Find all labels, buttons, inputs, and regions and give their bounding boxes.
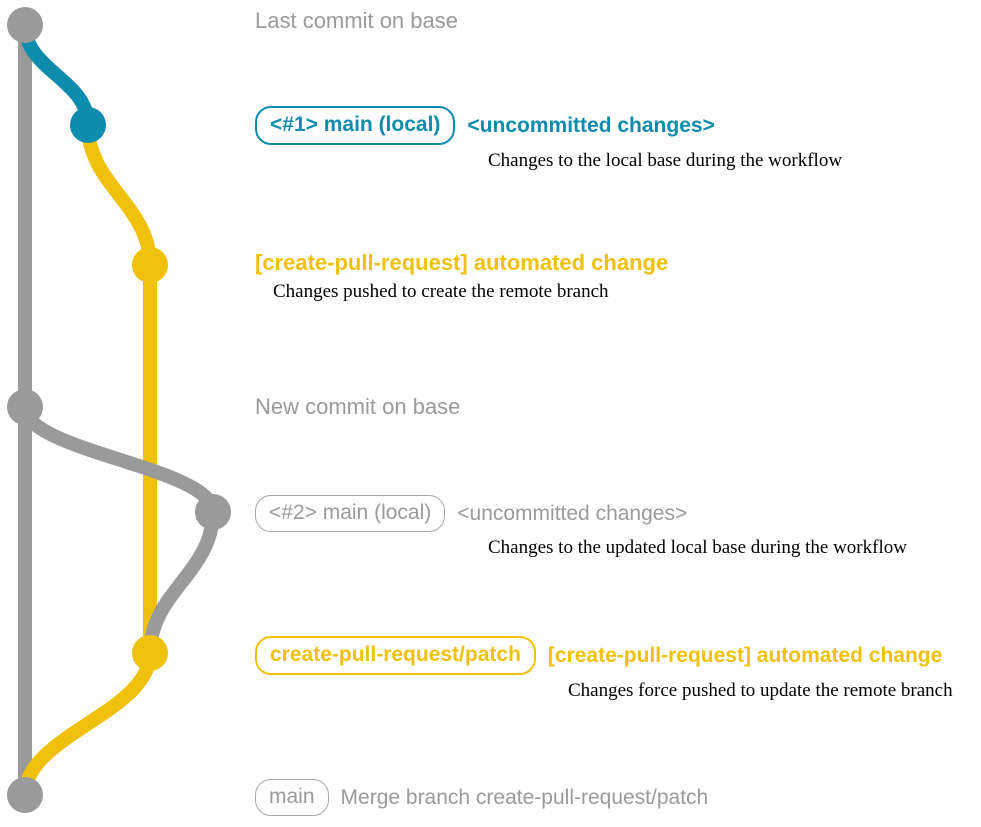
branch-graph (7, 7, 231, 813)
commit-row-head: <#1> main (local) <uncommitted changes> (255, 106, 842, 145)
commit-note: Changes to the updated local base during… (488, 537, 907, 558)
commit-row-remote-2: create-pull-request/patch [create-pull-r… (255, 636, 953, 702)
commit-subject: Merge branch create-pull-request/patch (340, 785, 709, 809)
commit-row-remote-1: [create-pull-request] automated change C… (255, 250, 668, 303)
branch-badge-main[interactable]: main (255, 779, 329, 816)
branch-badge-create-pull-request-patch[interactable]: create-pull-request/patch (255, 636, 536, 675)
commit-subject: Last commit on base (255, 8, 458, 33)
updated-local-branch-line (18, 400, 220, 519)
commit-subject: [create-pull-request] automated change (255, 250, 669, 275)
commit-note: Changes to the local base during the wor… (488, 150, 843, 171)
commit-node-remote-1[interactable] (132, 247, 168, 283)
commit-node-base-last[interactable] (7, 7, 43, 43)
commit-row-head: Last commit on base (255, 8, 458, 34)
commit-subject: <uncommitted changes> (467, 113, 715, 137)
commit-node-base-merge[interactable] (7, 777, 43, 813)
commit-row-head: New commit on base (255, 394, 460, 420)
commit-row-local-2: <#2> main (local) <uncommitted changes> … (255, 495, 907, 559)
commit-row-head: create-pull-request/patch [create-pull-r… (255, 636, 953, 675)
branch-badge-main-local-1[interactable]: <#1> main (local) (255, 106, 456, 145)
remote-merge-line (18, 646, 157, 802)
commit-node-local-2[interactable] (195, 494, 231, 530)
commit-note: Changes force pushed to update the remot… (568, 680, 953, 701)
remote-branch-line (81, 118, 157, 660)
commit-subject: <uncommitted changes> (457, 501, 688, 525)
commit-node-base-new[interactable] (7, 389, 43, 425)
commit-row-head: <#2> main (local) <uncommitted changes> (255, 495, 907, 532)
commit-node-remote-2[interactable] (132, 635, 168, 671)
commit-node-local-1[interactable] (70, 107, 106, 143)
commit-note: Changes pushed to create the remote bran… (273, 281, 609, 302)
branch-badge-main-local-2[interactable]: <#2> main (local) (255, 495, 446, 532)
commit-subject: [create-pull-request] automated change (547, 643, 943, 667)
commit-row-base-new: New commit on base (255, 394, 460, 420)
commit-row-local-1: <#1> main (local) <uncommitted changes> … (255, 106, 842, 172)
commit-row-head: [create-pull-request] automated change (255, 250, 668, 276)
commit-row-base-last: Last commit on base (255, 8, 458, 34)
commit-row-head: main Merge branch create-pull-request/pa… (255, 779, 708, 816)
commit-subject: New commit on base (255, 394, 461, 419)
commit-row-base-merge: main Merge branch create-pull-request/pa… (255, 779, 708, 816)
updated-local-to-remote-line (143, 505, 220, 660)
